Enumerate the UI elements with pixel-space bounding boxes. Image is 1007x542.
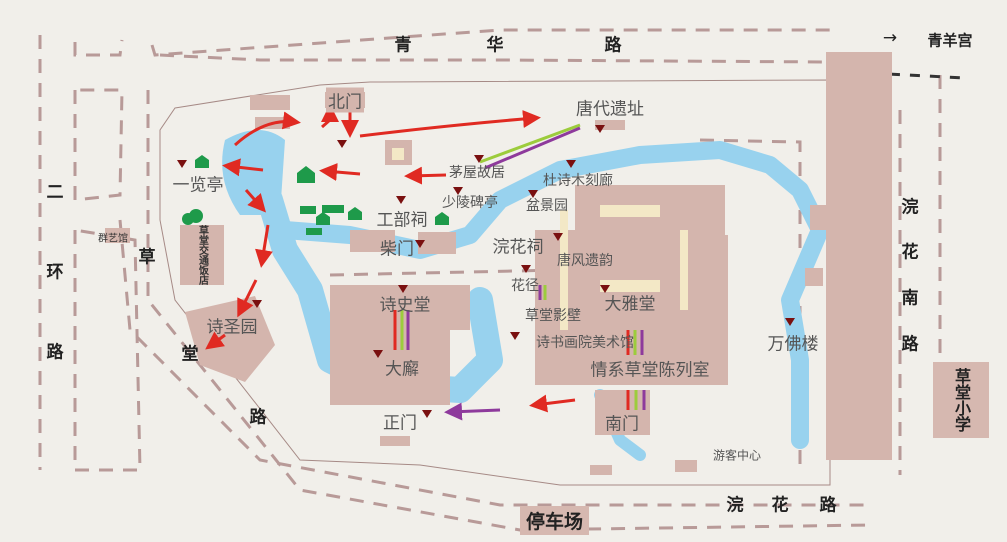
road-label-caotang-3: 路 <box>249 407 267 428</box>
place-huanhuaci[interactable]: 浣花祠 <box>492 237 544 258</box>
place-daxie[interactable]: 大廨 <box>385 359 419 380</box>
place-shishitang[interactable]: 诗史堂 <box>379 295 431 316</box>
lake <box>222 130 285 215</box>
road-label-huanhuanan-3: 南 <box>901 288 919 309</box>
road-network <box>38 28 966 532</box>
road-label-qinghua-3: 路 <box>604 35 622 56</box>
road-label-qingyanggong: 青羊宫 <box>927 31 973 50</box>
place-tangfeng[interactable]: 唐风遗韵 <box>557 253 613 269</box>
road-label-qinghua-1: 青 <box>394 35 412 56</box>
place-chenlieshi[interactable]: 情系草堂陈列室 <box>590 360 710 381</box>
road-label-erhuan-2: 环 <box>46 262 64 283</box>
place-shaoling[interactable]: 少陵碑亭 <box>442 195 498 211</box>
pavilion-icons <box>182 155 449 235</box>
road-label-huanhuanan-4: 路 <box>901 334 919 355</box>
building-details <box>392 148 688 330</box>
school-label: 草堂小学 <box>952 368 971 432</box>
place-fandian[interactable]: 草堂交通饭店 <box>196 225 208 285</box>
road-label-huanhuanan-2: 花 <box>901 242 919 263</box>
road-label-erhuan-1: 二 <box>46 182 64 203</box>
place-youke[interactable]: 游客中心 <box>712 448 762 463</box>
place-penjing[interactable]: 盆景园 <box>526 198 568 214</box>
place-zhengmen[interactable]: 正门 <box>383 413 417 434</box>
arrow-right-icon: → <box>882 28 898 48</box>
place-tangdai[interactable]: 唐代遗址 <box>576 99 644 120</box>
parking-label[interactable]: 停车场 <box>520 506 590 535</box>
buildings <box>105 52 892 475</box>
road-label-caotang-2: 堂 <box>181 344 199 365</box>
road-label-huanhua-2: 花 <box>771 495 789 516</box>
place-nanmen[interactable]: 南门 <box>605 414 639 435</box>
road-label-erhuan-3: 路 <box>46 342 64 363</box>
school-block[interactable]: 草堂小学 <box>933 362 989 438</box>
place-qunyiguan[interactable]: 群艺馆 <box>98 233 128 245</box>
road-label-huanhuanan-1: 浣 <box>901 197 919 218</box>
place-daya[interactable]: 大雅堂 <box>604 294 656 315</box>
place-meishuguan[interactable]: 诗书画院美术馆 <box>536 335 634 351</box>
place-beimen[interactable]: 北门 <box>326 87 364 113</box>
road-label-qinghua-2: 华 <box>486 35 504 56</box>
place-gongbuci[interactable]: 工部祠 <box>376 210 428 231</box>
scenic-spot-markers <box>177 125 795 418</box>
place-wanfolou[interactable]: 万佛楼 <box>767 334 819 355</box>
park-boundary <box>159 79 831 486</box>
place-yingbi[interactable]: 草堂影壁 <box>525 308 581 324</box>
place-yilanting[interactable]: 一览亭 <box>172 175 224 196</box>
place-huajing[interactable]: 花径 <box>511 278 539 294</box>
place-chaimen[interactable]: 柴门 <box>380 239 414 260</box>
place-maowu[interactable]: 茅屋故居 <box>449 165 505 181</box>
tour-routes <box>205 104 646 421</box>
road-label-huanhua-1: 浣 <box>726 495 744 516</box>
place-dushi[interactable]: 杜诗木刻廊 <box>543 173 613 189</box>
place-shishengyuan[interactable]: 诗圣园 <box>206 317 258 338</box>
road-label-huanhua-3: 路 <box>819 495 837 516</box>
road-label-caotang-1: 草 <box>138 247 156 268</box>
